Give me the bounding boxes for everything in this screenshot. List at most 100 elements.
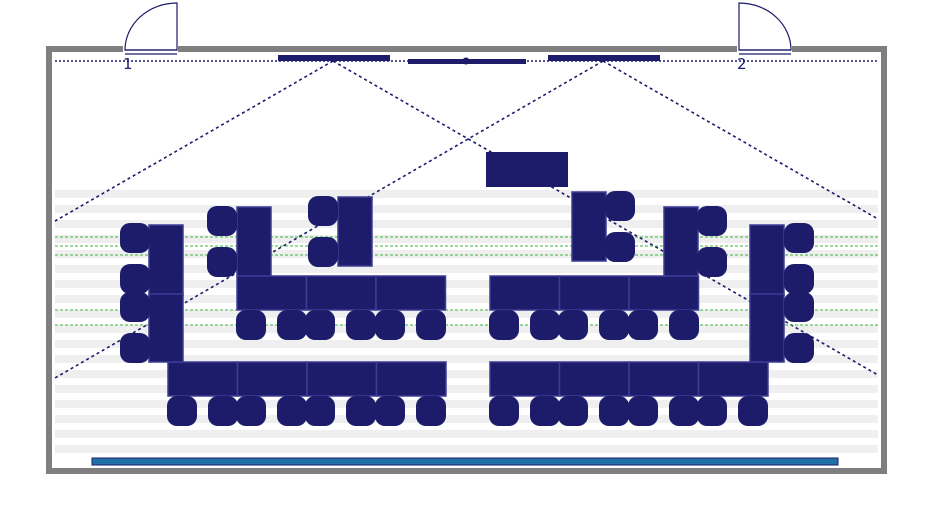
chair — [489, 310, 519, 340]
chair — [605, 191, 635, 221]
instructor-desk — [486, 152, 568, 187]
table — [236, 361, 308, 397]
floor-stripe — [55, 355, 878, 363]
floor-stripe — [55, 280, 878, 288]
table — [148, 224, 184, 296]
table — [148, 293, 184, 363]
table — [167, 361, 239, 397]
door-2-opening — [737, 46, 792, 56]
table — [489, 361, 561, 397]
floor-stripe — [55, 310, 878, 318]
door-1-label: 1 — [123, 55, 133, 73]
floor-stripe — [55, 445, 878, 453]
chair — [167, 396, 197, 426]
floor-stripe — [55, 340, 878, 348]
chair — [236, 396, 266, 426]
projector-point — [462, 57, 470, 65]
chair — [530, 396, 560, 426]
door-2[interactable]: 2 — [737, 2, 792, 73]
floor-stripe — [55, 415, 878, 423]
chair — [120, 333, 150, 363]
chairs — [120, 191, 814, 426]
chair — [416, 310, 446, 340]
chair — [375, 396, 405, 426]
chair — [120, 292, 150, 322]
table — [663, 206, 699, 277]
floor-stripe — [55, 385, 878, 393]
chair — [628, 310, 658, 340]
chair — [697, 247, 727, 277]
table — [558, 361, 630, 397]
wall-board-right — [548, 55, 660, 61]
floor-stripes — [55, 190, 878, 453]
table — [306, 361, 378, 397]
floor-stripe — [55, 295, 878, 303]
chair — [305, 310, 335, 340]
chair — [784, 223, 814, 253]
table — [305, 275, 377, 311]
floor-stripe — [55, 430, 878, 438]
chair — [207, 247, 237, 277]
chair — [669, 396, 699, 426]
door-1[interactable]: 1 — [123, 2, 178, 73]
table — [571, 191, 607, 262]
table — [558, 275, 630, 311]
floor-stripe — [55, 205, 878, 213]
wall-board-left — [278, 55, 390, 61]
bottom-whiteboard — [91, 457, 839, 466]
chair — [120, 264, 150, 294]
guide-lines — [55, 236, 878, 326]
sightline — [602, 60, 879, 220]
table — [749, 224, 785, 296]
chair — [346, 310, 376, 340]
room-wall — [46, 46, 887, 474]
chair — [277, 310, 307, 340]
chair — [489, 396, 519, 426]
table — [236, 275, 308, 311]
chair — [784, 333, 814, 363]
table — [749, 293, 785, 363]
chair — [416, 396, 446, 426]
table — [337, 196, 373, 267]
floor-stripe — [55, 220, 878, 228]
chair — [669, 310, 699, 340]
floor-stripe — [55, 190, 878, 198]
floor-stripe — [55, 235, 878, 243]
chair — [605, 232, 635, 262]
table — [628, 275, 700, 311]
table — [375, 275, 447, 311]
floor-stripe — [55, 325, 878, 333]
chair — [207, 206, 237, 236]
door-1-swing — [124, 2, 178, 51]
chair — [346, 396, 376, 426]
floor-stripe — [55, 250, 878, 258]
chair — [375, 310, 405, 340]
table — [236, 206, 272, 277]
chair — [308, 237, 338, 267]
chair — [697, 396, 727, 426]
chair — [599, 396, 629, 426]
chair — [305, 396, 335, 426]
chair — [277, 396, 307, 426]
chair — [784, 264, 814, 294]
door-2-label: 2 — [737, 55, 747, 73]
floor-stripe — [55, 400, 878, 408]
chair — [738, 396, 768, 426]
floor-stripe — [55, 370, 878, 378]
chair — [697, 206, 727, 236]
chair — [599, 310, 629, 340]
table — [697, 361, 769, 397]
table — [375, 361, 447, 397]
chair — [208, 396, 238, 426]
chair — [558, 310, 588, 340]
floor-stripe — [55, 265, 878, 273]
tables — [148, 191, 785, 397]
chair — [784, 292, 814, 322]
chair — [308, 196, 338, 226]
door-2-swing — [738, 2, 792, 51]
chair — [236, 310, 266, 340]
chair — [558, 396, 588, 426]
table — [489, 275, 561, 311]
chair — [530, 310, 560, 340]
